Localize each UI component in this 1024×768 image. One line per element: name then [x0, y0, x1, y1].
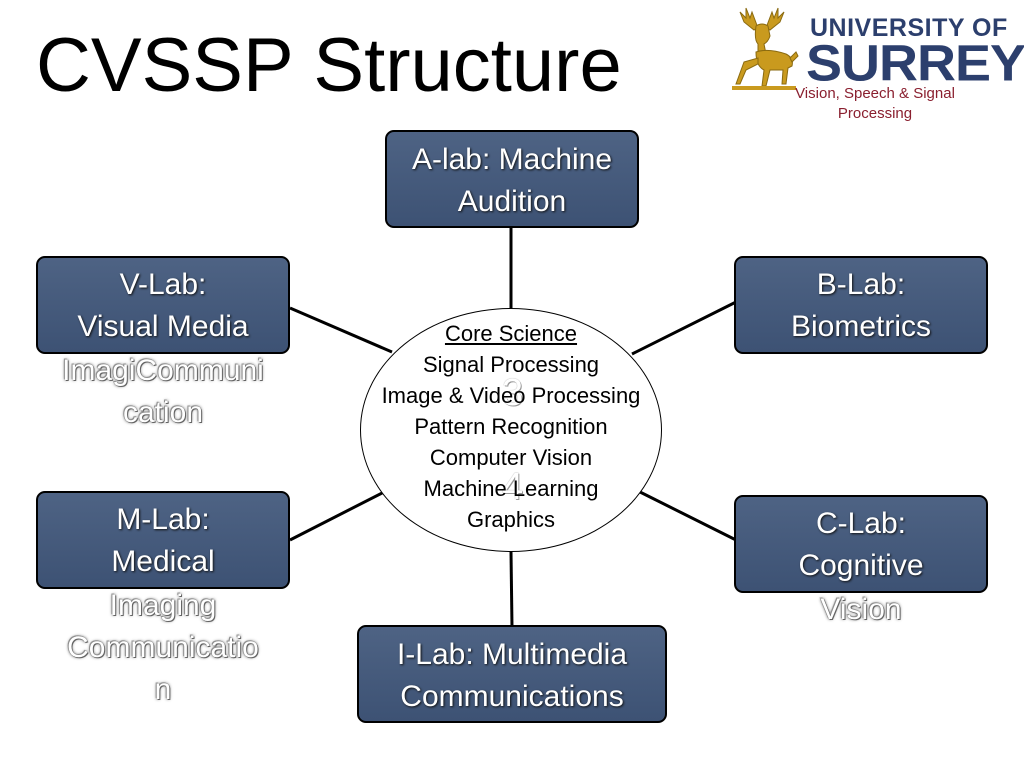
- core-item: Computer Vision: [429, 445, 593, 470]
- m-lab-box[interactable]: M-Lab: Medical: [36, 491, 290, 589]
- core-item: Pattern Recognition: [414, 414, 608, 439]
- i-lab-label: I-Lab: Multimedia Communications: [396, 638, 628, 713]
- v-lab-box[interactable]: V-Lab: Visual Media: [36, 256, 290, 354]
- core-item: Machine Learning: [423, 476, 599, 501]
- a-lab-label: A-lab: Machine Audition: [411, 143, 613, 218]
- connector-v-lab: [289, 306, 393, 354]
- logo-university-text: UNIVERSITY OF: [810, 14, 1008, 42]
- c-lab-box[interactable]: C-Lab: Cognitive: [734, 495, 988, 593]
- m-lab-label: M-Lab: Medical: [111, 503, 215, 578]
- connector-m-lab: [289, 490, 385, 542]
- v-lab-label: V-Lab: Visual Media: [77, 268, 249, 343]
- ghost-digit: 3: [502, 372, 524, 414]
- university-logo: UNIVERSITY OF SURREY: [728, 4, 1024, 96]
- v-lab-overflow-text: ImagiCommuni cation: [62, 354, 264, 429]
- b-lab-label: B-Lab: Biometrics: [790, 268, 932, 343]
- b-lab-box[interactable]: B-Lab: Biometrics: [734, 256, 988, 354]
- i-lab-box[interactable]: I-Lab: Multimedia Communications: [357, 625, 667, 723]
- connector-c-lab: [639, 490, 737, 542]
- c-lab-label: C-Lab: Cognitive: [798, 507, 924, 582]
- core-science-heading: Core Science: [444, 321, 578, 346]
- stag-icon: [732, 7, 799, 90]
- core-item: Image & Video Processing: [381, 383, 641, 408]
- a-lab-box[interactable]: A-lab: Machine Audition: [385, 130, 639, 228]
- logo-subtitle: Vision, Speech & Signal Processing: [795, 85, 955, 122]
- core-item: Signal Processing: [422, 352, 600, 377]
- logo-surrey-text: SURREY: [806, 34, 1024, 92]
- ghost-digit: 4: [502, 466, 524, 508]
- c-lab-overflow-text: Vision: [820, 593, 902, 626]
- page-title: CVSSP Structure: [36, 23, 622, 108]
- connector-i-lab: [509, 551, 514, 628]
- core-science-text: Core Science Signal Processing Image & V…: [350, 318, 672, 535]
- connector-b-lab: [631, 300, 737, 356]
- core-item: Graphics: [466, 507, 556, 532]
- core-science-ellipse[interactable]: [360, 308, 662, 552]
- m-lab-overflow-text: Imaging Communicatio n: [67, 589, 259, 706]
